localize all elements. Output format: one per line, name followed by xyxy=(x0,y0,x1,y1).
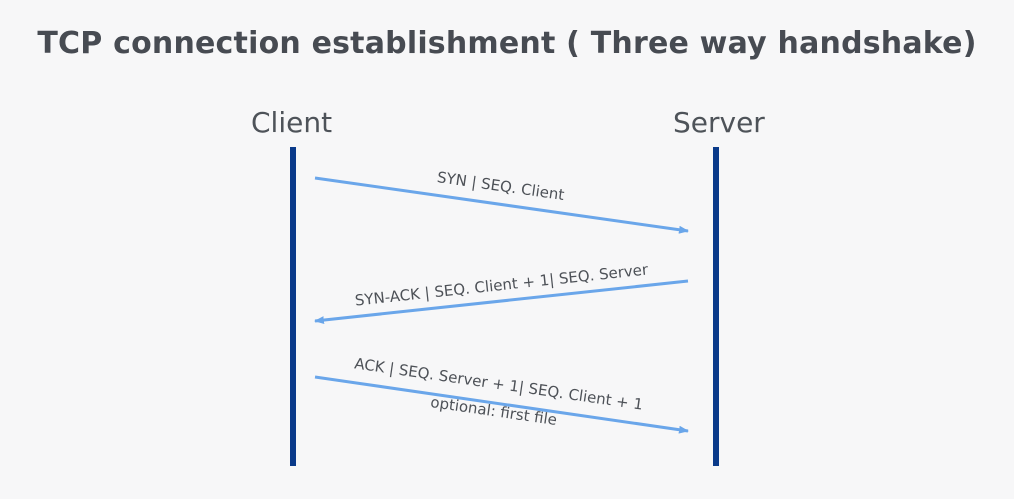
server-label: Server xyxy=(673,106,765,139)
syn-ack-arrow xyxy=(314,279,689,325)
syn-arrow xyxy=(314,176,689,234)
ack-arrow xyxy=(314,375,689,434)
client-label: Client xyxy=(251,106,333,139)
diagram-title: TCP connection establishment ( Three way… xyxy=(37,26,977,61)
